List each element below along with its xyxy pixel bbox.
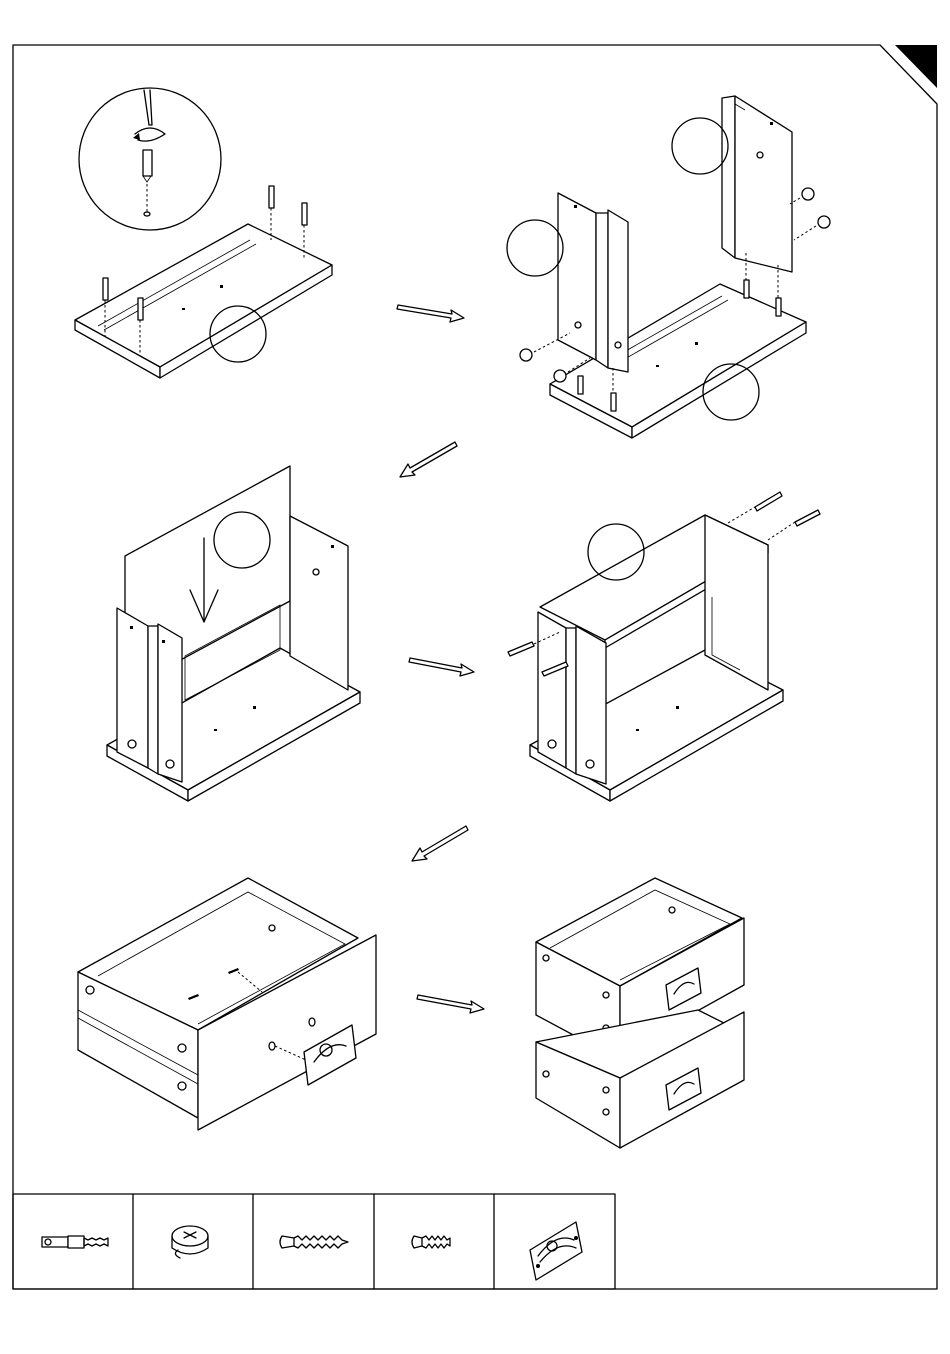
arrow-right-1 [397, 305, 464, 322]
parts-table [13, 1194, 615, 1289]
detail-magnifier [79, 88, 221, 230]
cam-bolt-icon [42, 1236, 108, 1248]
step-2-diagram [507, 96, 830, 438]
arrow-down-left-1 [400, 442, 457, 477]
callout-circle [507, 220, 563, 276]
back-panel [722, 96, 792, 272]
bottom-board [75, 224, 332, 378]
step-5-diagram [78, 878, 376, 1130]
step-1-diagram [75, 88, 332, 378]
long-screw-icon [280, 1236, 348, 1248]
step-6-diagram [536, 878, 744, 1148]
cam-lock-icon [172, 1226, 208, 1258]
side-panel-left [558, 193, 628, 372]
arrow-down-left-2 [412, 826, 468, 861]
step-4-diagram [508, 492, 820, 801]
arrow-right-2 [409, 658, 474, 676]
arrow-right-3 [417, 995, 484, 1013]
callout-circle [672, 118, 728, 174]
step-3-diagram [107, 466, 360, 801]
drawer-handle-icon [530, 1222, 582, 1280]
short-screw-icon [412, 1236, 450, 1248]
